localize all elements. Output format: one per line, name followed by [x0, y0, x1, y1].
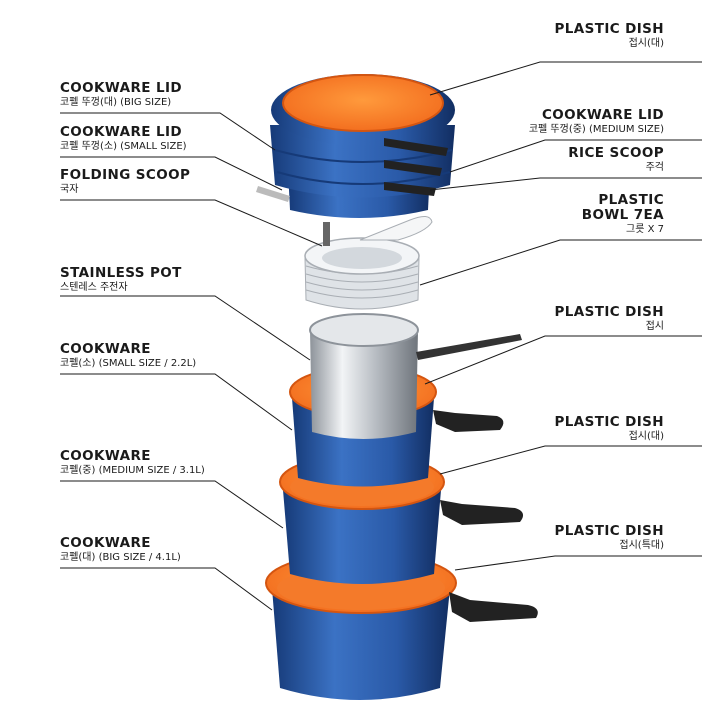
label-title: COOKWARE [60, 341, 151, 357]
leader-plastic-dish-extra [454, 555, 702, 571]
label-rice-scoop: RICE SCOOP 주걱 [568, 146, 664, 174]
lid-stack [256, 74, 455, 218]
plastic-bowl-stack [304, 237, 420, 310]
label-title: PLASTIC DISH [554, 414, 664, 430]
label-plastic-dish-mid: PLASTIC DISH 접시(대) [554, 415, 664, 443]
leader-stainless-pot [60, 295, 311, 361]
leader-cookware-small [60, 373, 293, 431]
label-title-line1: PLASTIC [598, 192, 664, 208]
label-folding-scoop: FOLDING SCOOP 국자 [60, 168, 190, 196]
label-sub: 그릇 X 7 [626, 224, 664, 235]
label-sub: 코펠(대) (BIG SIZE / 4.1L) [60, 552, 181, 563]
label-cookware-lid-big: COOKWARE LID 코펠 뚜껑(대) (BIG SIZE) [60, 81, 182, 109]
label-title: COOKWARE [60, 448, 151, 464]
leader-plastic-dish-top [429, 61, 702, 96]
leader-cookware-lid-medium [449, 139, 702, 173]
stainless-pot [309, 313, 522, 439]
label-sub: 국자 [60, 184, 79, 195]
label-title: COOKWARE LID [541, 107, 664, 123]
label-title: STAINLESS POT [60, 265, 182, 281]
leader-plastic-dish-mid [439, 445, 702, 475]
leader-rice-scoop [429, 177, 702, 191]
label-title: PLASTIC DISH [554, 304, 664, 320]
leader-folding-scoop [60, 199, 323, 247]
leader-cookware-lid-big [60, 112, 276, 151]
label-title: COOKWARE LID [60, 124, 183, 140]
label-title: RICE SCOOP [568, 145, 664, 161]
stainless-pot-handle [416, 334, 522, 360]
label-plastic-bowl: PLASTIC BOWL 7EA 그릇 X 7 [582, 193, 664, 236]
label-plastic-dish-top: PLASTIC DISH 접시(대) [554, 22, 664, 50]
label-sub: 코펠(중) (MEDIUM SIZE / 3.1L) [60, 465, 205, 476]
cookware-small-handle [433, 410, 504, 432]
label-cookware-small: COOKWARE 코펠(소) (SMALL SIZE / 2.2L) [60, 342, 196, 370]
leader-cookware-big [60, 567, 273, 611]
leader-plastic-dish-small [424, 335, 702, 385]
label-title: FOLDING SCOOP [60, 167, 191, 183]
label-sub: 코펠 뚜껑(중) (MEDIUM SIZE) [528, 124, 664, 135]
folding-scoop [323, 222, 330, 246]
label-cookware-big: COOKWARE 코펠(대) (BIG SIZE / 4.1L) [60, 536, 181, 564]
label-cookware-lid-medium: COOKWARE LID 코펠 뚜껑(중) (MEDIUM SIZE) [529, 108, 664, 136]
label-title-line2: BOWL 7EA [581, 207, 664, 223]
label-sub: 코펠 뚜껑(대) (BIG SIZE) [60, 97, 172, 108]
leader-plastic-bowl [419, 239, 702, 286]
leader-cookware-medium [60, 480, 284, 529]
label-sub: 접시(대) [628, 431, 664, 442]
label-sub: 접시(특대) [619, 540, 664, 551]
leader-lines [60, 61, 702, 611]
label-stainless-pot: STAINLESS POT 스텐레스 주전자 [60, 266, 182, 294]
rice-scoop [359, 216, 433, 241]
label-plastic-dish-small: PLASTIC DISH 접시 [554, 305, 664, 333]
label-sub: 주걱 [645, 162, 664, 173]
label-title: COOKWARE [60, 535, 151, 551]
label-sub: 코펠(소) (SMALL SIZE / 2.2L) [60, 358, 197, 369]
label-plastic-dish-extra: PLASTIC DISH 접시(특대) [554, 524, 664, 552]
label-title: PLASTIC DISH [554, 523, 664, 539]
leader-cookware-lid-small [60, 156, 283, 191]
label-sub: 접시(대) [628, 38, 664, 49]
label-sub: 스텐레스 주전자 [60, 282, 128, 293]
label-title: PLASTIC DISH [554, 21, 664, 37]
cookware-medium-handle [440, 500, 524, 525]
label-cookware-medium: COOKWARE 코펠(중) (MEDIUM SIZE / 3.1L) [60, 449, 205, 477]
cookware-big-handle [449, 592, 538, 622]
label-title: COOKWARE LID [60, 80, 183, 96]
label-cookware-lid-small: COOKWARE LID 코펠 뚜껑(소) (SMALL SIZE) [60, 125, 187, 153]
label-sub: 접시 [645, 321, 664, 332]
label-sub: 코펠 뚜껑(소) (SMALL SIZE) [60, 141, 187, 152]
